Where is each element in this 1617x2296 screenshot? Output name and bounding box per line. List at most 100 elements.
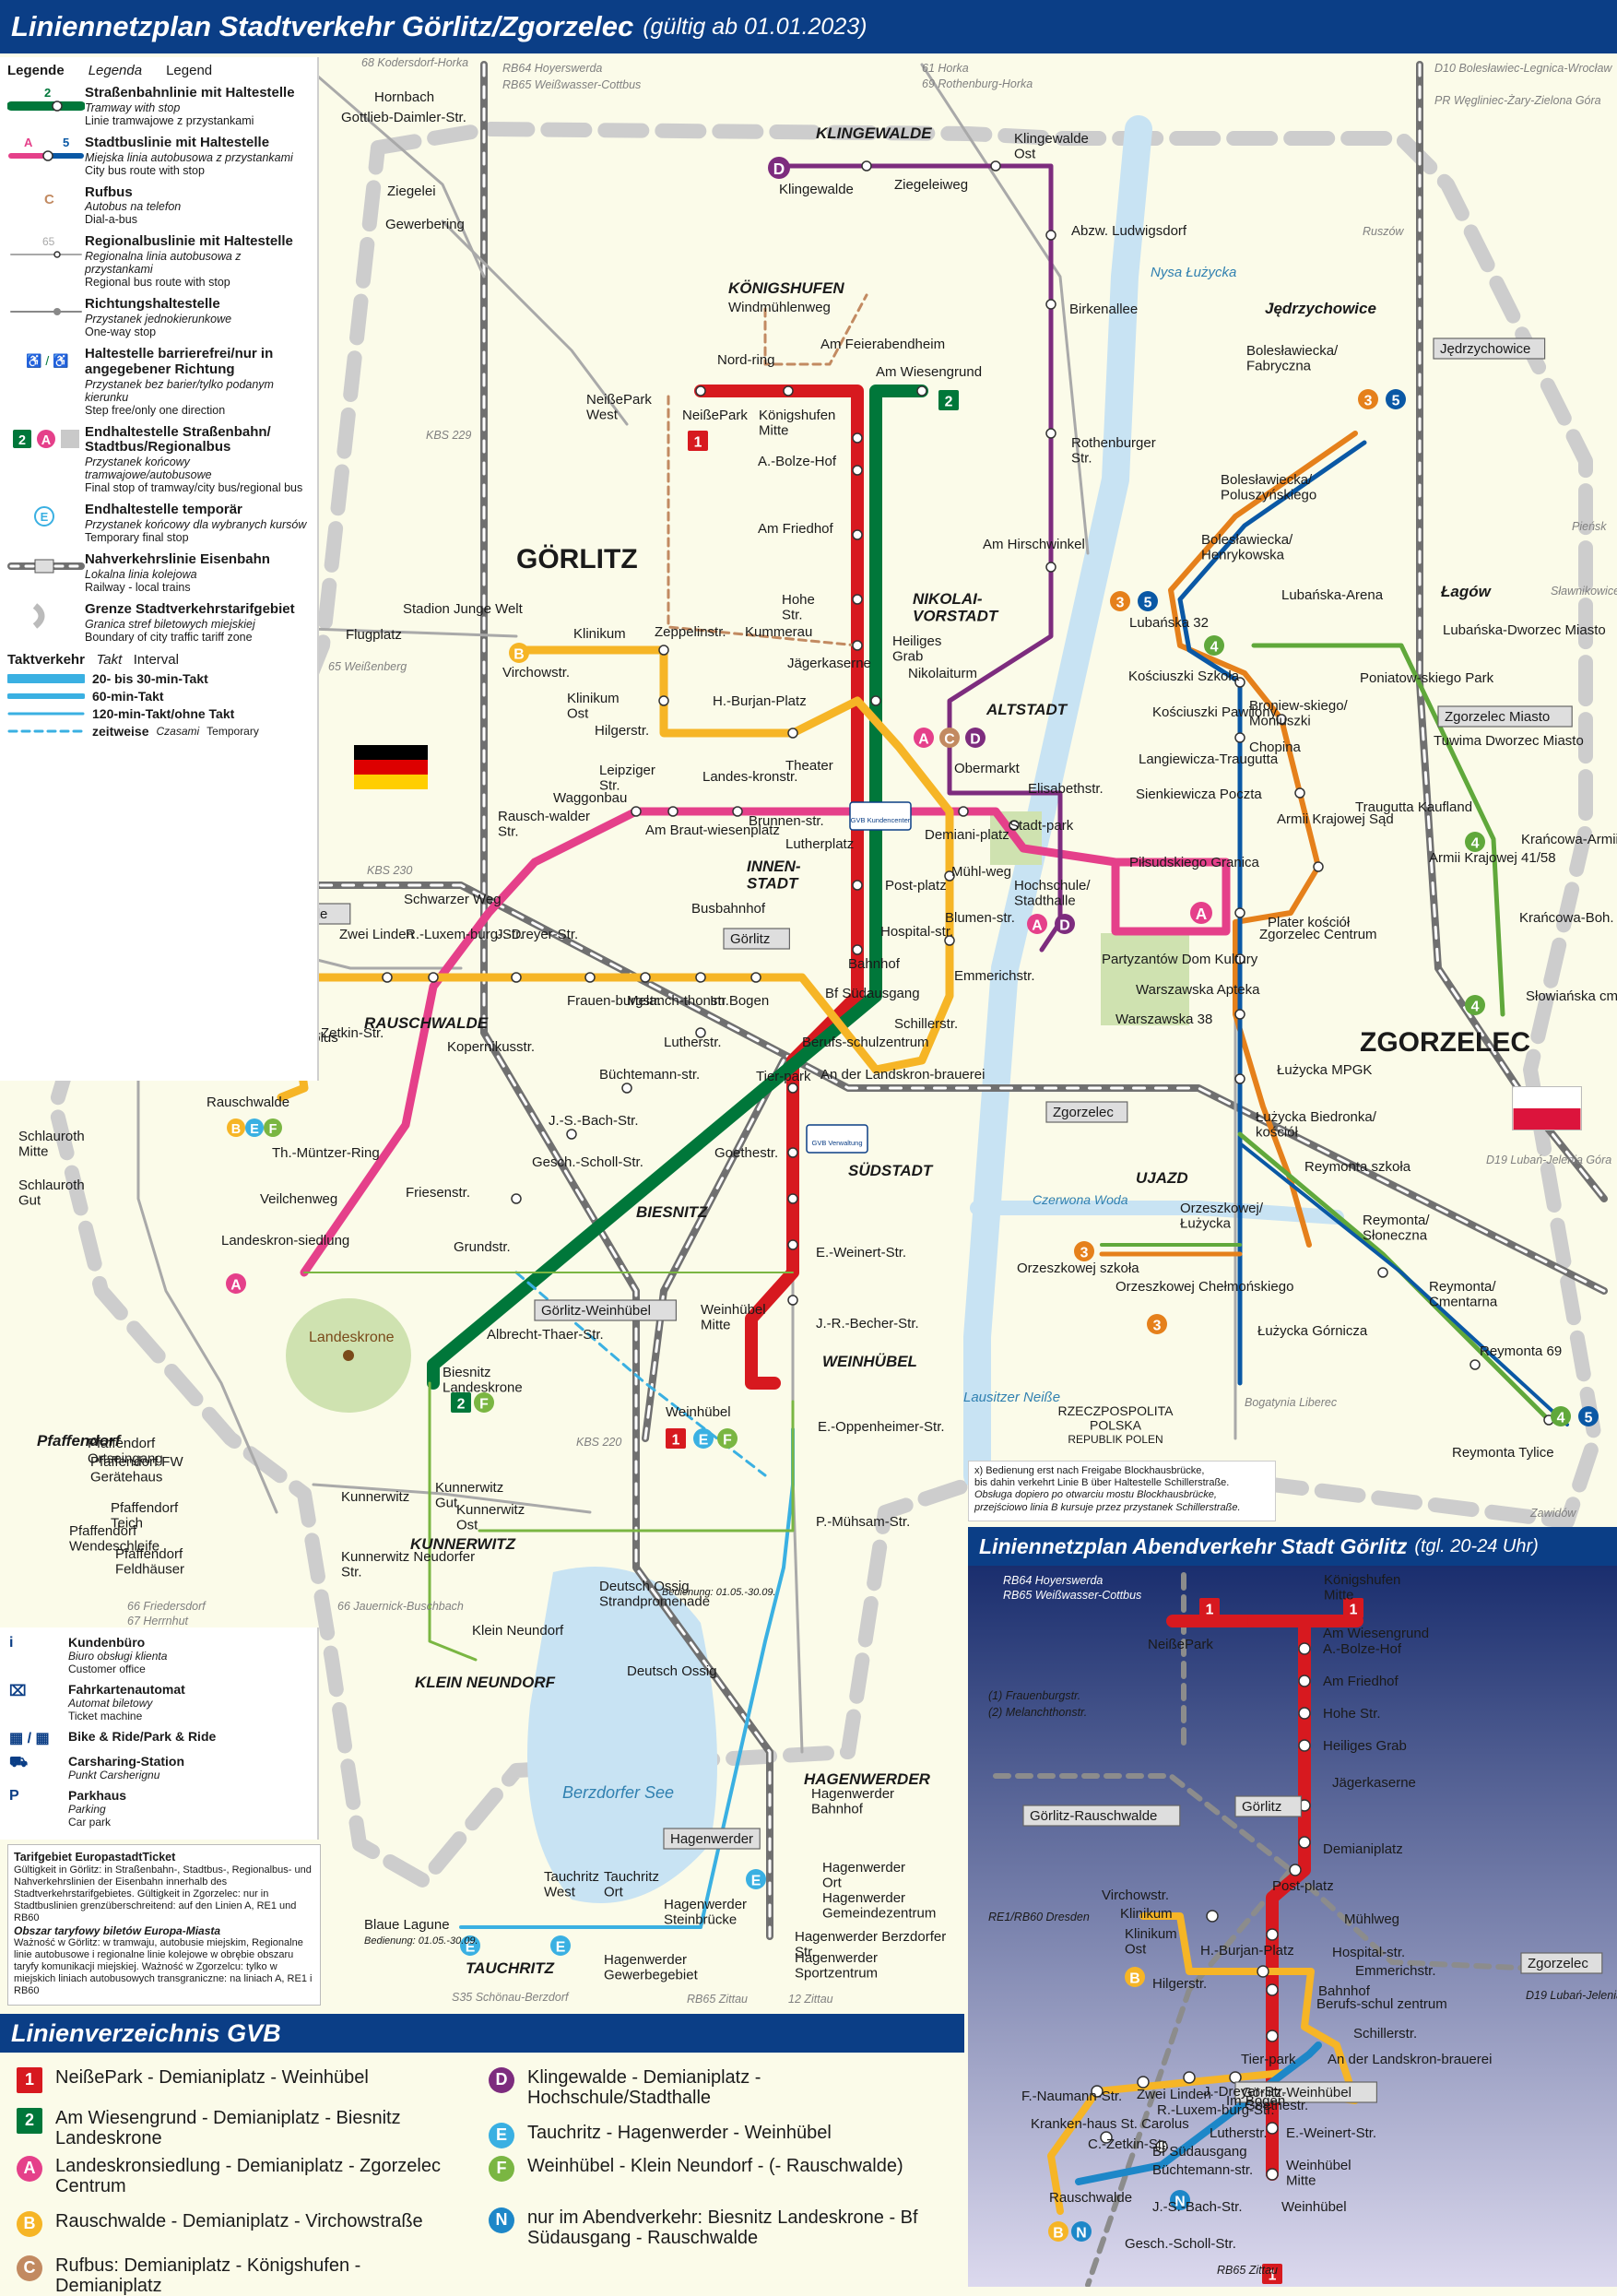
station-box[interactable] xyxy=(1022,1805,1181,1827)
stop-marker[interactable] xyxy=(1234,1073,1245,1084)
stop-marker[interactable] xyxy=(787,1083,798,1094)
stop-marker[interactable] xyxy=(732,806,743,817)
stop-marker[interactable] xyxy=(787,1147,798,1158)
stop-marker[interactable] xyxy=(1276,714,1287,725)
station-box[interactable] xyxy=(723,928,791,950)
station-box[interactable] xyxy=(534,1299,677,1321)
station-zgorzelec[interactable]: Zgorzelec xyxy=(1045,1101,1128,1123)
stop-marker[interactable] xyxy=(42,150,53,161)
evening-stop-marker[interactable] xyxy=(1289,1864,1302,1876)
stop-marker[interactable] xyxy=(750,972,761,983)
stop-marker[interactable] xyxy=(695,1027,706,1038)
evening-stop-marker[interactable] xyxy=(1257,1965,1269,1978)
evening-station-weinhuebel[interactable]: Görlitz-Weinhübel xyxy=(1234,2081,1377,2103)
station-box[interactable] xyxy=(1234,1795,1303,1817)
evening-stop-marker[interactable] xyxy=(1266,2168,1279,2181)
stop-marker[interactable] xyxy=(852,640,863,651)
evening-stop-marker[interactable] xyxy=(1298,1675,1311,1687)
stop-marker[interactable] xyxy=(53,251,61,259)
stop-marker[interactable] xyxy=(1009,820,1020,831)
stop-marker[interactable] xyxy=(787,1239,798,1250)
stop-marker[interactable] xyxy=(852,944,863,955)
stop-marker[interactable] xyxy=(944,870,955,882)
stop-marker[interactable] xyxy=(1045,299,1056,310)
station-goerlitz-weinhuebel[interactable]: Görlitz-Weinhübel xyxy=(534,1299,677,1321)
evening-stop-marker[interactable] xyxy=(1183,2071,1196,2084)
stop-marker[interactable] xyxy=(584,972,596,983)
stop-marker[interactable] xyxy=(958,806,969,817)
station-box[interactable] xyxy=(1520,1952,1603,1974)
evening-stop-marker[interactable] xyxy=(1229,2071,1242,2084)
station-jedrzychowice[interactable]: Jędrzychowice xyxy=(1433,337,1546,360)
evening-stop-marker[interactable] xyxy=(1298,1642,1311,1655)
stop-marker[interactable] xyxy=(1045,562,1056,573)
evening-stop-marker[interactable] xyxy=(1091,2085,1104,2098)
evening-station-goerlitz[interactable]: Görlitz xyxy=(1234,1795,1303,1817)
stop-marker[interactable] xyxy=(787,728,798,739)
station-box[interactable] xyxy=(1437,705,1573,728)
stop-marker[interactable] xyxy=(1469,1359,1481,1370)
stop-marker[interactable] xyxy=(621,1083,632,1094)
stop-marker[interactable] xyxy=(916,385,927,396)
stop-marker[interactable] xyxy=(1045,428,1056,439)
stop-marker[interactable] xyxy=(695,385,706,396)
evening-stop-marker[interactable] xyxy=(1206,1910,1219,1923)
station-goerlitz[interactable]: Görlitz xyxy=(723,928,791,950)
stop-marker[interactable] xyxy=(1045,230,1056,241)
stop-marker[interactable] xyxy=(1234,1009,1245,1020)
gvb-hub[interactable]: GVB Verwaltung xyxy=(806,1124,868,1154)
stop-marker[interactable] xyxy=(1313,861,1324,872)
stop-marker[interactable] xyxy=(1294,787,1305,799)
stop-marker[interactable] xyxy=(382,972,393,983)
gvb-box[interactable] xyxy=(849,801,912,831)
stop-marker[interactable] xyxy=(511,972,522,983)
station-box[interactable] xyxy=(1045,1101,1128,1123)
evening-stop-marker[interactable] xyxy=(1266,2122,1279,2135)
evening-stop-marker[interactable] xyxy=(1266,1928,1279,1941)
stop-marker[interactable] xyxy=(852,594,863,605)
evening-stop-marker[interactable] xyxy=(1155,2140,1168,2153)
evening-station-rauschwalde[interactable]: Görlitz-Rauschwalde xyxy=(1022,1805,1181,1827)
stop-marker[interactable] xyxy=(861,160,872,172)
evening-stop-marker[interactable] xyxy=(1298,1739,1311,1752)
stop-marker[interactable] xyxy=(52,101,63,112)
stop-marker[interactable] xyxy=(783,385,794,396)
stop-marker[interactable] xyxy=(1377,1267,1388,1278)
gvb-box[interactable] xyxy=(806,1124,868,1154)
stop-marker[interactable] xyxy=(852,432,863,444)
stop-marker[interactable] xyxy=(852,529,863,540)
stop-marker[interactable] xyxy=(658,645,669,656)
evening-stop-marker[interactable] xyxy=(1266,1983,1279,1996)
evening-stop-marker[interactable] xyxy=(1266,2030,1279,2042)
evening-stop-marker[interactable] xyxy=(1298,1707,1311,1720)
stop-marker[interactable] xyxy=(852,465,863,476)
stop-marker[interactable] xyxy=(787,1295,798,1306)
stop-marker[interactable] xyxy=(667,806,679,817)
stop-marker[interactable] xyxy=(1234,953,1245,965)
station-box[interactable] xyxy=(1433,337,1546,360)
station-zgorzelec-miasto[interactable]: Zgorzelec Miasto xyxy=(1437,705,1573,728)
stop-marker[interactable] xyxy=(695,972,706,983)
evening-stop-marker[interactable] xyxy=(1100,2131,1113,2144)
stop-marker[interactable] xyxy=(990,160,1001,172)
stop-marker[interactable] xyxy=(1234,907,1245,918)
stop-marker[interactable] xyxy=(1234,677,1245,688)
evening-station-zgorzelec[interactable]: Zgorzelec xyxy=(1520,1952,1603,1974)
stop-marker[interactable] xyxy=(640,972,651,983)
evening-stop-marker[interactable] xyxy=(1137,2076,1150,2089)
stop-marker[interactable] xyxy=(658,695,669,706)
gvb-hub[interactable]: GVB Kundencenter xyxy=(849,801,912,831)
stop-marker[interactable] xyxy=(631,806,642,817)
stop-marker[interactable] xyxy=(428,972,439,983)
stop-marker[interactable] xyxy=(1234,732,1245,743)
evening-stop-marker[interactable] xyxy=(1298,1836,1311,1849)
